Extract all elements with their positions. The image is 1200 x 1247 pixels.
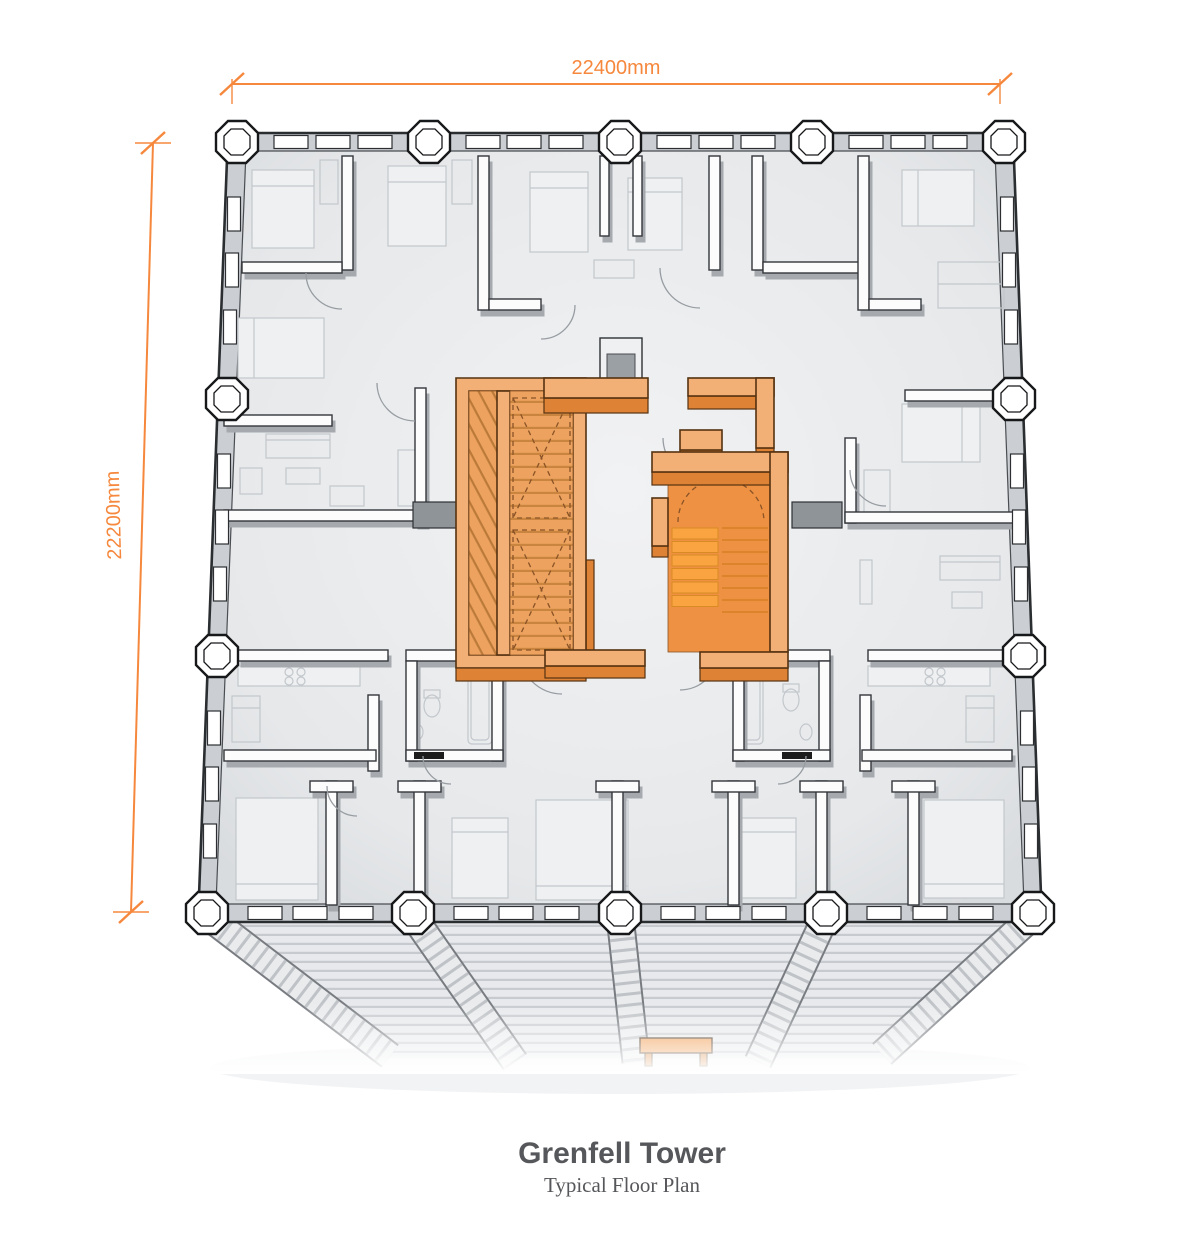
plan-subtitle: Typical Floor Plan — [544, 1173, 701, 1197]
building-plan — [184, 119, 1056, 936]
plan-title: Grenfell Tower — [518, 1137, 726, 1170]
facade-fade — [170, 1002, 1070, 1074]
furniture — [231, 159, 1005, 901]
title-block: Grenfell Tower Typical Floor Plan — [518, 1137, 726, 1197]
facade-below — [170, 904, 1070, 1094]
core-lift-shaft — [455, 377, 595, 682]
central-core — [455, 377, 789, 682]
dimension-top-label: 22400mm — [572, 57, 661, 79]
door-threshold — [414, 752, 444, 759]
door-threshold — [782, 752, 812, 759]
dimension-left-label: 22200mm — [102, 470, 126, 560]
dimension-left: 22200mm — [102, 131, 171, 924]
dimension-top: 22400mm — [219, 57, 1013, 104]
core-stairwell — [651, 451, 789, 682]
stair-treads — [671, 527, 768, 613]
corridor-wall-east — [791, 501, 843, 529]
lift-car-symbol — [512, 397, 571, 651]
